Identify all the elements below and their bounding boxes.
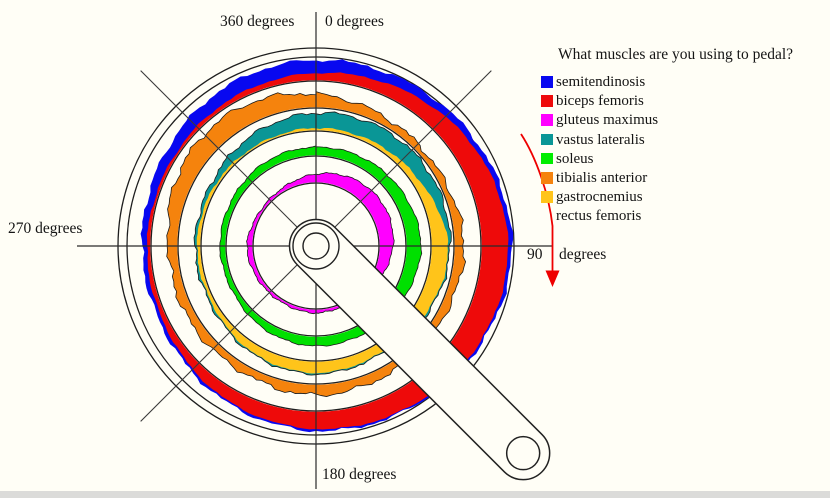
legend-item-label: semitendinosis	[556, 74, 646, 90]
pedal-spindle	[505, 435, 541, 471]
axis-label-360-degrees: 360 degrees	[220, 13, 295, 30]
crank-arm	[288, 218, 551, 481]
legend-color-swatch	[541, 95, 553, 107]
legend-item-label: tibialis anterior	[556, 170, 648, 186]
legend-item-rectus-femoris: rectus femoris	[541, 208, 826, 227]
legend-color-swatch	[541, 114, 553, 126]
screenshot-bottom-border	[0, 491, 830, 498]
rotation-arrow-head	[545, 270, 560, 287]
axis-label-0-degrees: 0 degrees	[325, 13, 384, 30]
legend-color-swatch	[541, 191, 553, 203]
legend-color-swatch	[541, 172, 553, 184]
legend-item-label: rectus femoris	[556, 208, 642, 225]
legend-item-label: biceps femoris	[556, 93, 644, 110]
legend-item-biceps-femoris: biceps femoris	[541, 93, 826, 112]
legend-item-gluteus-maximus: gluteus maximus	[541, 112, 826, 131]
legend-item-label: vastus lateralis	[556, 131, 645, 148]
axis-label-180-degrees: 180 degrees	[322, 466, 397, 483]
legend-item-semitendinosis: semitendinosis	[541, 74, 826, 93]
legend-color-swatch	[541, 76, 553, 88]
legend-item-soleus: soleus	[541, 151, 826, 170]
legend-item-label: gluteus maximus	[556, 112, 659, 129]
crank-hub-inner	[302, 232, 330, 260]
axis-label-90-degrees-number: 90	[527, 246, 543, 263]
crank-hub-outer	[292, 222, 340, 270]
legend-item-gastrocnemius: gastrocnemius	[541, 189, 826, 208]
legend-item-label: gastrocnemius	[556, 189, 643, 206]
legend-item-label: soleus	[556, 150, 594, 167]
legend-items: semitendinosis biceps femoris gluteus maxi…	[541, 74, 826, 234]
legend-color-swatch	[541, 133, 553, 146]
axis-label-270-degrees: 270 degrees	[8, 220, 83, 237]
legend: What muscles are you using to pedal? sem…	[541, 45, 826, 234]
axis-label-90-degrees-word: degrees	[559, 246, 607, 263]
legend-title: What muscles are you using to pedal?	[558, 46, 794, 63]
legend-item-tibialis-anterior: tibialis anterior	[541, 170, 826, 189]
legend-color-swatch	[541, 152, 553, 165]
legend-item-vastus-lateralis: vastus lateralis	[541, 132, 826, 151]
